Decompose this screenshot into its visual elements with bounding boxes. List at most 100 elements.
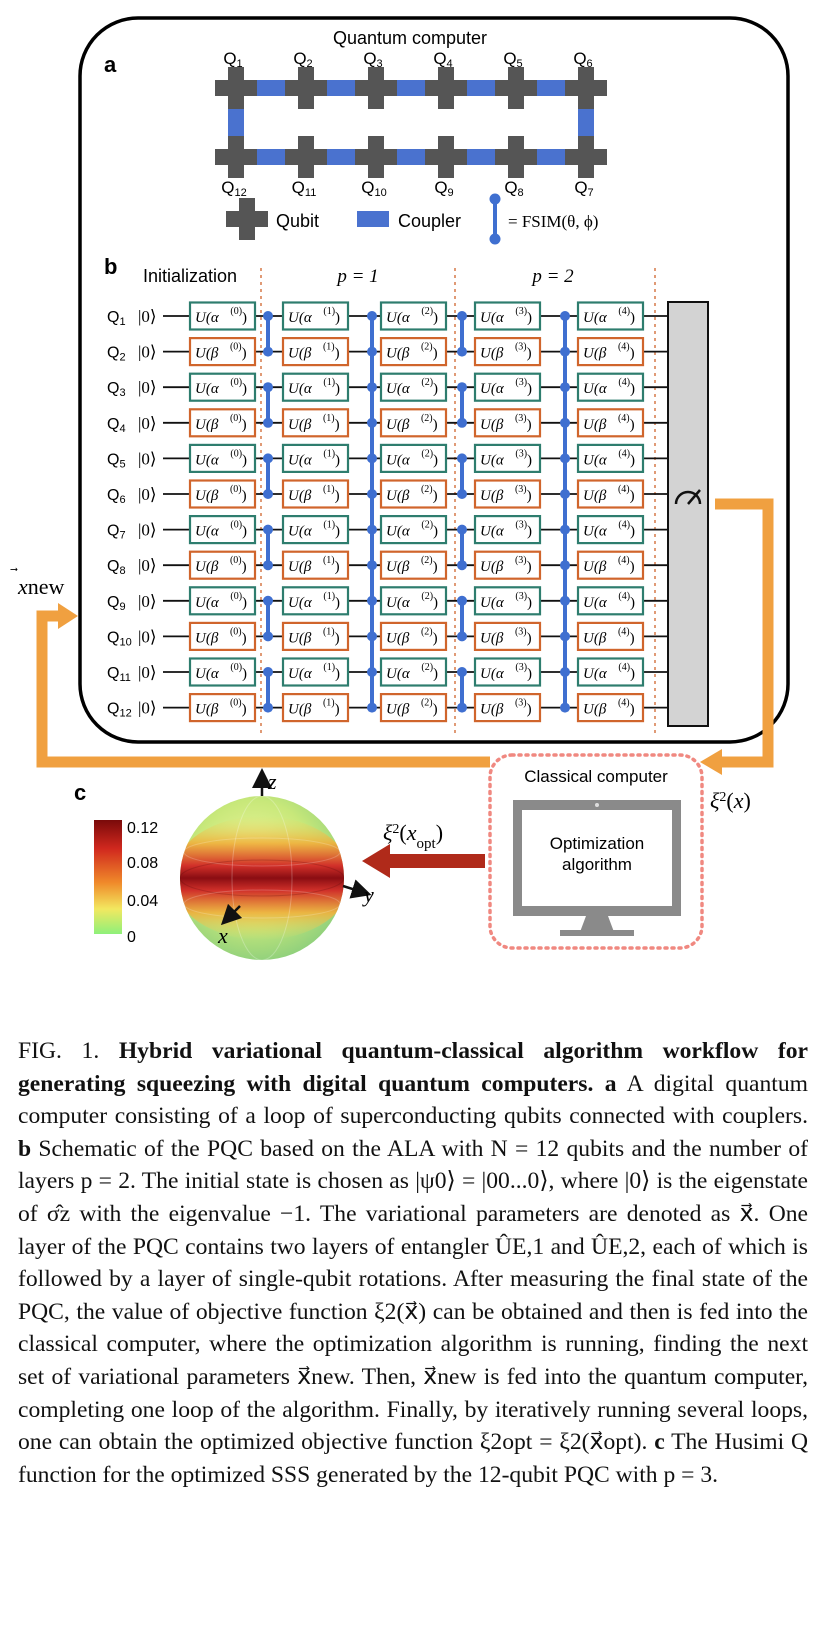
caption-b-text: Schematic of the PQC based on the ALA wi… — [18, 1135, 808, 1456]
alpha-rotation-gate: U(α⃗(2)) — [379, 514, 448, 545]
legend-qubit-label: Qubit — [276, 211, 319, 231]
fsim-gate — [457, 595, 467, 642]
beta-rotation-gate: U(β⃗(1)) — [281, 621, 350, 652]
ket-zero: |0⟩ — [138, 414, 157, 433]
alpha-rotation-gate: U(α⃗(4)) — [576, 514, 645, 545]
qubit-label: Q1 — [223, 49, 242, 70]
row-qubit-label: Q2 — [107, 345, 126, 364]
qubit-label: Q6 — [573, 49, 592, 70]
alpha-rotation-gate: U(α⃗(1)) — [281, 443, 350, 473]
beta-rotation-gate: U(β⃗(1)) — [281, 479, 350, 509]
alpha-rotation-gate: U(α⃗(2)) — [379, 301, 448, 331]
alpha-rotation-gate: U(α⃗(3)) — [473, 301, 542, 331]
qubit-label: Q3 — [363, 49, 382, 70]
alpha-rotation-gate: U(α⃗(0)) — [188, 586, 257, 616]
alpha-rotation-gate: U(α⃗(3)) — [473, 657, 542, 687]
fsim-gate — [457, 667, 467, 713]
xi2-opt-label: ξ2(xopt) — [383, 820, 443, 852]
fsim-gate — [263, 595, 273, 642]
beta-rotation-gate: U(β⃗(3)) — [473, 408, 542, 438]
figure-canvas: a Quantum computer Q1Q12Q2Q11Q3Q10Q4Q9Q5… — [10, 16, 790, 960]
coupler-legend-icon — [357, 211, 389, 227]
colorbar-tick-label: 0.12 — [127, 820, 158, 837]
monitor-icon — [513, 800, 681, 936]
alpha-rotation-gate: U(α⃗(0)) — [188, 372, 257, 402]
optimization-line-2: algorithm — [562, 855, 632, 874]
beta-rotation-gate: U(β⃗(0)) — [188, 550, 257, 580]
layer-dividers — [260, 268, 656, 735]
alpha-rotation-gate: U(α⃗(1)) — [281, 301, 350, 331]
alpha-rotation-gate: U(α⃗(4)) — [576, 301, 645, 331]
coupler — [578, 108, 594, 138]
fsim-gate — [263, 453, 273, 499]
xnew-label: xnew — [17, 574, 65, 599]
caption-a-label: a — [604, 1070, 617, 1097]
fsim-gate — [457, 453, 467, 499]
coupler — [323, 80, 359, 96]
feedback-arrow-out — [700, 498, 774, 775]
ket-zero: |0⟩ — [138, 449, 157, 468]
fsim-gate — [457, 311, 467, 357]
qubit-cross — [495, 67, 537, 109]
qubit-legend-icon — [226, 198, 268, 240]
alpha-rotation-gate: U(α⃗(3)) — [473, 443, 542, 473]
beta-rotation-gate: U(β⃗(1)) — [281, 408, 350, 438]
coupler — [463, 149, 499, 165]
coupler — [253, 149, 289, 165]
row-qubit-label: Q11 — [107, 665, 131, 684]
chip-legend: Qubit Coupler = FSIM(θ, ϕ) — [226, 193, 598, 245]
alpha-rotation-gate: U(α⃗(1)) — [281, 372, 350, 402]
panel-c-label: c — [74, 780, 86, 805]
qubit-cross — [565, 67, 607, 109]
beta-rotation-gate: U(β⃗(2)) — [379, 550, 448, 580]
beta-rotation-gate: U(β⃗(2)) — [379, 621, 448, 652]
caption-a-text: A digital quantum computer consisting of… — [18, 1070, 808, 1130]
alpha-rotation-gate: U(α⃗(0)) — [188, 657, 257, 687]
coupler — [393, 80, 429, 96]
ket-zero: |0⟩ — [138, 663, 157, 682]
initialization-label: Initialization — [143, 266, 237, 286]
beta-rotation-gate: U(β⃗(1)) — [281, 692, 350, 723]
caption-c-text: The Husimi Q function for the optimized … — [18, 1429, 809, 1488]
row-qubit-label: Q10 — [107, 629, 132, 648]
fsim-gate — [263, 311, 273, 357]
qubit-cross — [215, 136, 257, 178]
qubit-cross — [355, 67, 397, 109]
caption-c-label: c — [654, 1429, 665, 1456]
fsim-gate — [263, 524, 273, 571]
beta-rotation-gate: U(β⃗(0)) — [188, 621, 257, 652]
qubit-label: Q4 — [433, 49, 452, 70]
ket-zero: |0⟩ — [138, 485, 157, 504]
colorbar-tick-label: 0.04 — [127, 893, 158, 910]
figure-caption: FIG. 1. Hybrid variational quantum-class… — [18, 1035, 808, 1491]
alpha-rotation-gate: U(α⃗(3)) — [473, 586, 542, 616]
fsim-legend-icon — [489, 193, 501, 245]
axis-y-label: y — [362, 882, 374, 907]
ket-zero: |0⟩ — [138, 307, 157, 326]
ket-zero: |0⟩ — [138, 521, 157, 540]
beta-rotation-gate: U(β⃗(3)) — [473, 692, 542, 723]
classical-computer-title: Classical computer — [524, 767, 668, 786]
row-qubit-label: Q9 — [107, 594, 126, 613]
husimi-sphere — [180, 768, 372, 960]
colorbar-ticks: 0.120.080.040 — [127, 820, 158, 946]
fsim-gate — [263, 382, 273, 428]
colorbar-tick-label: 0 — [127, 929, 136, 946]
alpha-rotation-gate: U(α⃗(4)) — [576, 586, 645, 616]
colorbar — [94, 820, 122, 934]
alpha-rotation-gate: U(α⃗(2)) — [379, 443, 448, 473]
ket-zero: |0⟩ — [138, 378, 157, 397]
qubit-cross — [285, 67, 327, 109]
qubit-label: Q12 — [221, 178, 246, 199]
quantum-computer-title: Quantum computer — [333, 28, 487, 48]
optimization-line-1: Optimization — [550, 834, 644, 853]
caption-fig-number: FIG. 1. — [18, 1038, 100, 1064]
layer-p1-label: p = 1 — [335, 266, 378, 287]
alpha-rotation-gate: U(α⃗(1)) — [281, 657, 350, 687]
qubit-label: Q5 — [503, 49, 522, 70]
qubit-label: Q7 — [574, 178, 593, 199]
xi2-opt-arrow — [362, 844, 485, 878]
beta-rotation-gate: U(β⃗(2)) — [379, 479, 448, 509]
fsim-gate — [263, 667, 273, 713]
row-qubit-label: Q4 — [107, 416, 126, 435]
